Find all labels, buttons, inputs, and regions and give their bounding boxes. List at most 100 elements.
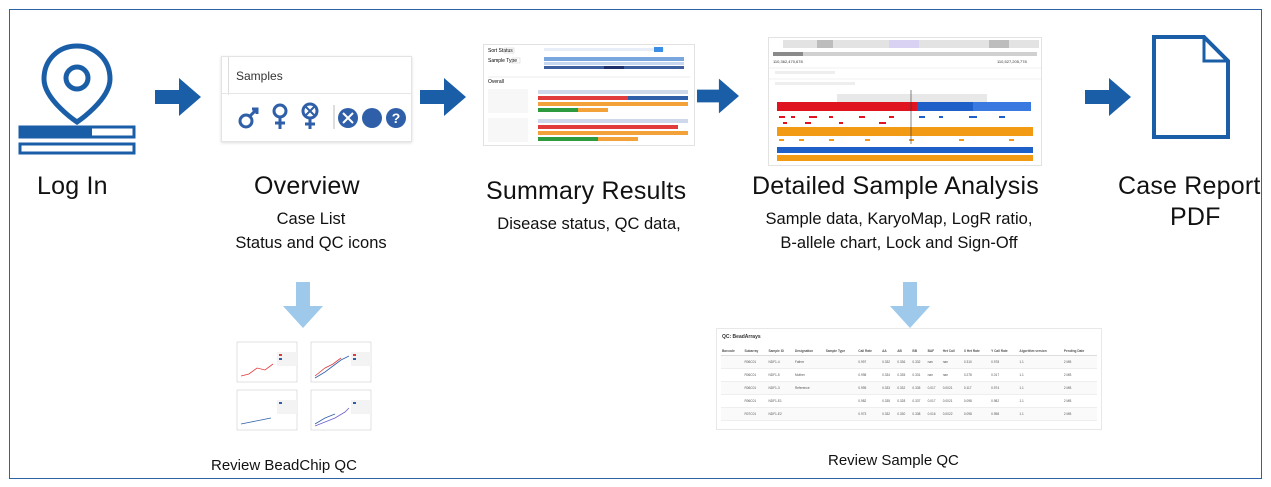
step-title-login: Log In: [37, 172, 108, 200]
svg-text:?: ?: [392, 110, 401, 126]
summary-results-screenshot: Sort Status Sample Type Overall: [483, 44, 695, 146]
qc-table-cell: 1.1: [1018, 407, 1063, 421]
range-right: 110,527,205,778: [997, 59, 1028, 64]
qc-table-cell: 0.017: [926, 381, 942, 395]
qc-table-cell: R06C01: [743, 368, 768, 382]
qc-table-cell: 0.117: [962, 381, 991, 395]
qc-table-cell: 0.997: [857, 355, 882, 369]
qc-table-header: BB: [911, 347, 927, 356]
qc-table-cell: 0.973: [857, 407, 882, 421]
qc-table-cell: [793, 407, 825, 421]
diagram-frame: [9, 9, 1262, 479]
qc-table-cell: 0.958: [990, 407, 1019, 421]
qc-table-cell: 0.334: [881, 368, 897, 382]
qc-table-cell: 0.335: [896, 368, 912, 382]
qc-table-header: X Het Rate: [962, 347, 991, 356]
qc-table-cell: 0.016: [926, 407, 942, 421]
qc-table-cell: 0.328: [896, 394, 912, 408]
qc-table-header: Subarray: [743, 347, 768, 356]
qc-table-cell: nan: [926, 355, 942, 369]
pdf-document-icon: [1150, 33, 1232, 146]
cancel-status-icon: [338, 108, 358, 128]
qc-table-cell: 2 MB: [1062, 407, 1097, 421]
qc-table-header: AB: [896, 347, 912, 356]
qc-table-cell: R07C01: [743, 407, 768, 421]
qc-table-cell: 0.335: [911, 381, 927, 395]
qc-table-cell: 0.982: [857, 394, 882, 408]
step-title-report: Case Report: [1118, 172, 1261, 200]
qc-table-cell: [824, 394, 858, 408]
filled-status-icon: [362, 108, 382, 128]
step-desc-overview-1: Case List: [276, 210, 346, 228]
overview-screenshot: Samples ?: [221, 56, 412, 142]
qc-table-cell: [824, 407, 858, 421]
qc-table-cell: [721, 407, 744, 421]
qc-table-cell: Mother: [793, 368, 825, 382]
flow-arrow-right-icon: [420, 78, 466, 121]
login-icon: [18, 40, 136, 155]
qc-table-cell: 0.338: [911, 407, 927, 421]
qc-table-cell: [824, 368, 858, 382]
qc-table-cell: [824, 381, 858, 395]
qc-table-cell: 0.336: [896, 355, 912, 369]
range-left: 110,362,470,678: [773, 59, 804, 64]
qc-table-cell: [721, 394, 744, 408]
qc-table-cell: NDF1-E1: [767, 394, 794, 408]
qc-table-header: AA: [881, 347, 897, 356]
flow-arrow-right-icon: [697, 78, 739, 119]
qc-table-cell: Reference: [793, 381, 825, 395]
qc-table-cell: [824, 355, 858, 369]
female-x-icon: [301, 102, 319, 129]
qc-table-cell: Father: [793, 355, 825, 369]
qc-table-cell: R06C01: [743, 381, 768, 395]
qc-table-cell: 2 MB: [1062, 381, 1097, 395]
qc-table-header: Sample Type: [824, 347, 858, 356]
qc-table-cell: R06C01: [743, 355, 768, 369]
qc-table-cell: nan: [926, 368, 942, 382]
branch-caption-sample-qc: Review Sample QC: [828, 452, 959, 469]
qc-table-header: Het Call: [941, 347, 963, 356]
qc-table-cell: 0.098: [962, 407, 991, 421]
qc-table-cell: 0.098: [962, 394, 991, 408]
qc-table-cell: 0.310: [962, 355, 991, 369]
qc-table-cell: 1.1: [1018, 355, 1063, 369]
qc-table-cell: NDF1-4: [767, 355, 794, 369]
question-status-icon: ?: [386, 108, 406, 128]
step-title-detailed: Detailed Sample Analysis: [752, 172, 1039, 200]
step-title-overview: Overview: [254, 172, 360, 200]
qc-table-cell: R06C01: [743, 394, 768, 408]
qc-table-cell: 0.0021: [941, 394, 963, 408]
qc-table-cell: 0.974: [990, 381, 1019, 395]
qc-table-cell: 0.332: [911, 355, 927, 369]
qc-table-cell: 0.998: [857, 368, 882, 382]
flow-arrow-right-icon: [1085, 78, 1131, 121]
qc-table-cell: [793, 394, 825, 408]
qc-table-cell: nan: [941, 355, 963, 369]
qc-table-cell: 0.332: [896, 381, 912, 395]
qc-table-header: Sample ID: [767, 347, 794, 356]
svg-text:Sample Type: Sample Type: [488, 58, 517, 64]
male-icon: [238, 107, 259, 129]
qc-table-header: Algorithm version: [1018, 347, 1063, 356]
qc-table-cell: 0.0021: [941, 381, 963, 395]
female-icon: [272, 103, 288, 129]
step-desc-overview-2: Status and QC icons: [235, 234, 387, 252]
qc-table-cell: 0.995: [857, 381, 882, 395]
qc-table-header: Y Call Rate: [990, 347, 1019, 356]
svg-text:Overall: Overall: [488, 79, 504, 85]
qc-table-cell: 0.333: [881, 381, 897, 395]
qc-table-cell: 0.017: [990, 368, 1019, 382]
qc-table-cell: 2 MB: [1062, 394, 1097, 408]
qc-table-header: Pending Date: [1062, 347, 1097, 356]
qc-table-cell: 0.337: [911, 394, 927, 408]
step-desc-detailed-1: Sample data, KaryoMap, LogR ratio,: [765, 210, 1033, 228]
beadchip-qc-screenshot: [229, 338, 377, 432]
qc-table-cell: 1.1: [1018, 394, 1063, 408]
step-title-summary: Summary Results: [486, 177, 687, 205]
